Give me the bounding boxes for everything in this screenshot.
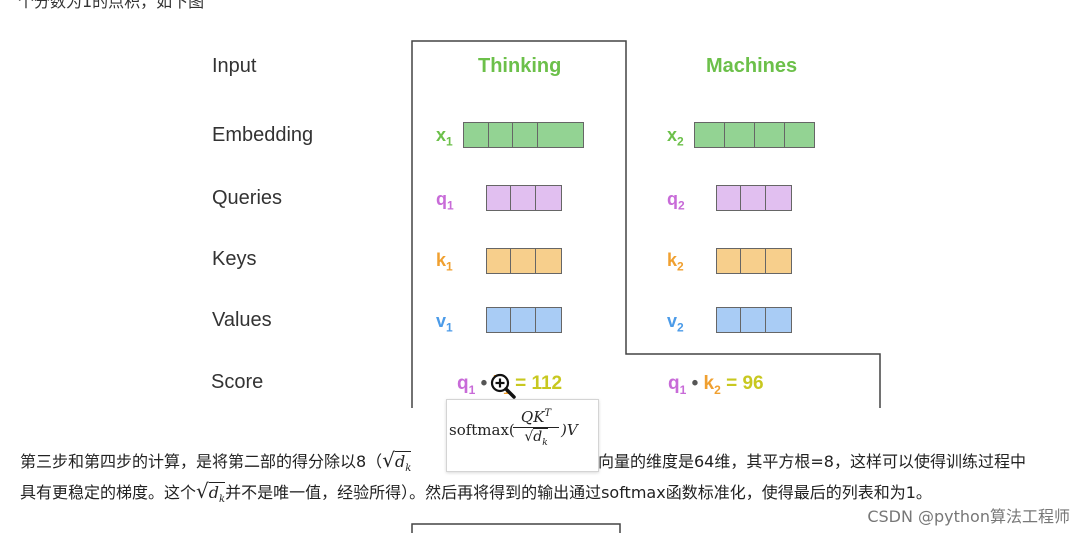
formula-tooltip: softmax( QKT √dk )V — [446, 399, 599, 472]
outline-left-box — [411, 40, 881, 408]
key-k1-vector — [486, 248, 562, 274]
vector-cell — [717, 308, 742, 332]
line1-text-a: 第三步和第四步的计算，是将第二部的得分除以8（ — [20, 452, 383, 471]
label-input: Input — [212, 55, 257, 77]
vector-cell — [511, 249, 536, 273]
sqrt-dk-inline-2: √dk — [196, 479, 226, 506]
dot-operator: • — [480, 373, 488, 394]
vector-cell — [741, 249, 766, 273]
q2-label: q2 — [667, 189, 685, 213]
outline-bottom-box — [411, 523, 621, 533]
query-q1-vector — [486, 185, 562, 211]
query-q2-vector — [716, 185, 792, 211]
v1-label: v1 — [436, 311, 453, 335]
word-thinking: Thinking — [478, 55, 562, 77]
score-right-k: k2 — [703, 373, 721, 397]
fraction: QKT √dk — [513, 408, 559, 448]
sqrt-dk-inline-1: √dk — [382, 448, 412, 475]
dot-operator: • — [691, 373, 699, 394]
vector-cell — [487, 186, 512, 210]
fraction-bar — [513, 427, 559, 428]
paragraph-line-1-cont: 向量的维度是64维，其平方根=8，这样可以使得训练过程中 — [598, 452, 1026, 471]
k1-label: k1 — [436, 250, 453, 274]
vector-cell — [535, 249, 561, 273]
csdn-watermark: CSDN @python算法工程师 — [867, 507, 1070, 526]
score-left-q: q1 — [457, 373, 476, 397]
q1-label: q1 — [436, 189, 454, 213]
value-v2-vector — [716, 307, 792, 333]
label-keys: Keys — [212, 248, 257, 270]
vector-cell — [765, 308, 791, 332]
vector-cell — [741, 308, 766, 332]
vector-cell — [695, 123, 726, 147]
paragraph-line-1: 第三步和第四步的计算，是将第二部的得分除以8（√dk — [20, 448, 412, 475]
vector-cell — [488, 123, 514, 147]
fraction-denominator: √dk — [524, 428, 548, 448]
softmax-suffix: )V — [561, 421, 578, 439]
vector-cell — [464, 123, 489, 147]
label-queries: Queries — [212, 187, 283, 209]
sqrt-radicand: dk — [533, 428, 548, 448]
vector-cell — [535, 186, 561, 210]
vector-cell — [765, 249, 791, 273]
vector-cell — [717, 186, 742, 210]
softmax-prefix: softmax( — [449, 421, 515, 439]
value-v1-vector — [486, 307, 562, 333]
word-machines: Machines — [706, 55, 798, 77]
vector-cell — [537, 123, 583, 147]
v2-label: v2 — [667, 311, 684, 335]
key-k2-vector — [716, 248, 792, 274]
line2-text-b: 并不是唯一值，经验所得）。然后再将得到的输出通过softmax函数标准化，使得最… — [225, 483, 932, 502]
vector-cell — [487, 308, 512, 332]
score-machines: q1 • k2 = 96 — [668, 373, 764, 397]
score-value-96: 96 — [742, 373, 764, 394]
paragraph-line-2: 具有更稳定的梯度。这个√dk并不是唯一值，经验所得）。然后再将得到的输出通过so… — [20, 479, 932, 505]
vector-cell — [511, 308, 536, 332]
top-text: 个分数为1的点积，如下图 — [18, 0, 205, 11]
label-score: Score — [211, 371, 264, 393]
label-values: Values — [212, 309, 272, 331]
vector-cell — [725, 123, 755, 147]
vector-cell — [513, 123, 538, 147]
equals-sign: = — [515, 373, 527, 394]
line2-text-a: 具有更稳定的梯度。这个 — [20, 483, 197, 502]
vector-cell — [765, 186, 791, 210]
vector-cell — [741, 186, 766, 210]
fraction-numerator: QKT — [520, 408, 552, 426]
x1-label: x1 — [436, 125, 453, 149]
equals-sign: = — [726, 373, 738, 394]
embedding-x2-vector — [694, 122, 815, 148]
vector-cell — [784, 123, 814, 147]
vector-cell — [535, 308, 561, 332]
vector-cell — [511, 186, 536, 210]
vector-cell — [755, 123, 785, 147]
label-embedding: Embedding — [212, 124, 314, 146]
vector-cell — [717, 249, 742, 273]
vector-cell — [487, 249, 512, 273]
x2-label: x2 — [667, 125, 684, 149]
zoom-in-cursor-icon[interactable] — [489, 372, 517, 400]
k2-label: k2 — [667, 250, 684, 274]
score-value-112: 112 — [531, 373, 563, 394]
embedding-x1-vector — [463, 122, 584, 148]
score-left-q: q1 — [668, 373, 687, 397]
